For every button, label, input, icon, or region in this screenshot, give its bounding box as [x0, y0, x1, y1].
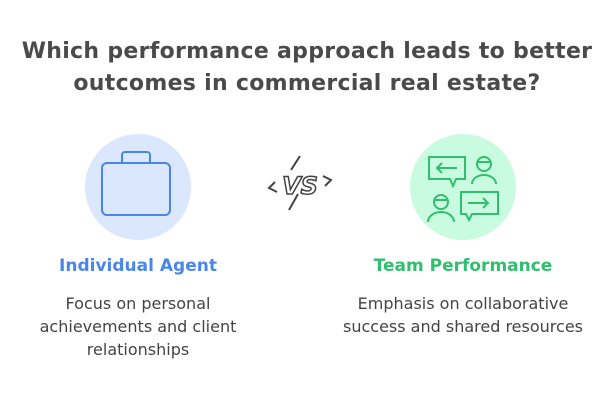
individual-agent-description: Focus on personal achievements and clien…: [39, 294, 237, 359]
team-icon-circle: [410, 134, 516, 240]
team-performance-heading: Team Performance: [373, 256, 553, 276]
team-chat-icon: [427, 156, 499, 223]
svg-text:VS: VS: [282, 172, 318, 200]
page-title: Which performance approach leads to bett…: [21, 39, 593, 96]
individual-agent-heading: Individual Agent: [59, 256, 217, 276]
individual-icon-circle: [85, 134, 191, 240]
briefcase-icon: [101, 151, 171, 216]
vs-icon: VS: [265, 150, 335, 220]
team-performance-description: Emphasis on collaborative success and sh…: [343, 294, 583, 336]
